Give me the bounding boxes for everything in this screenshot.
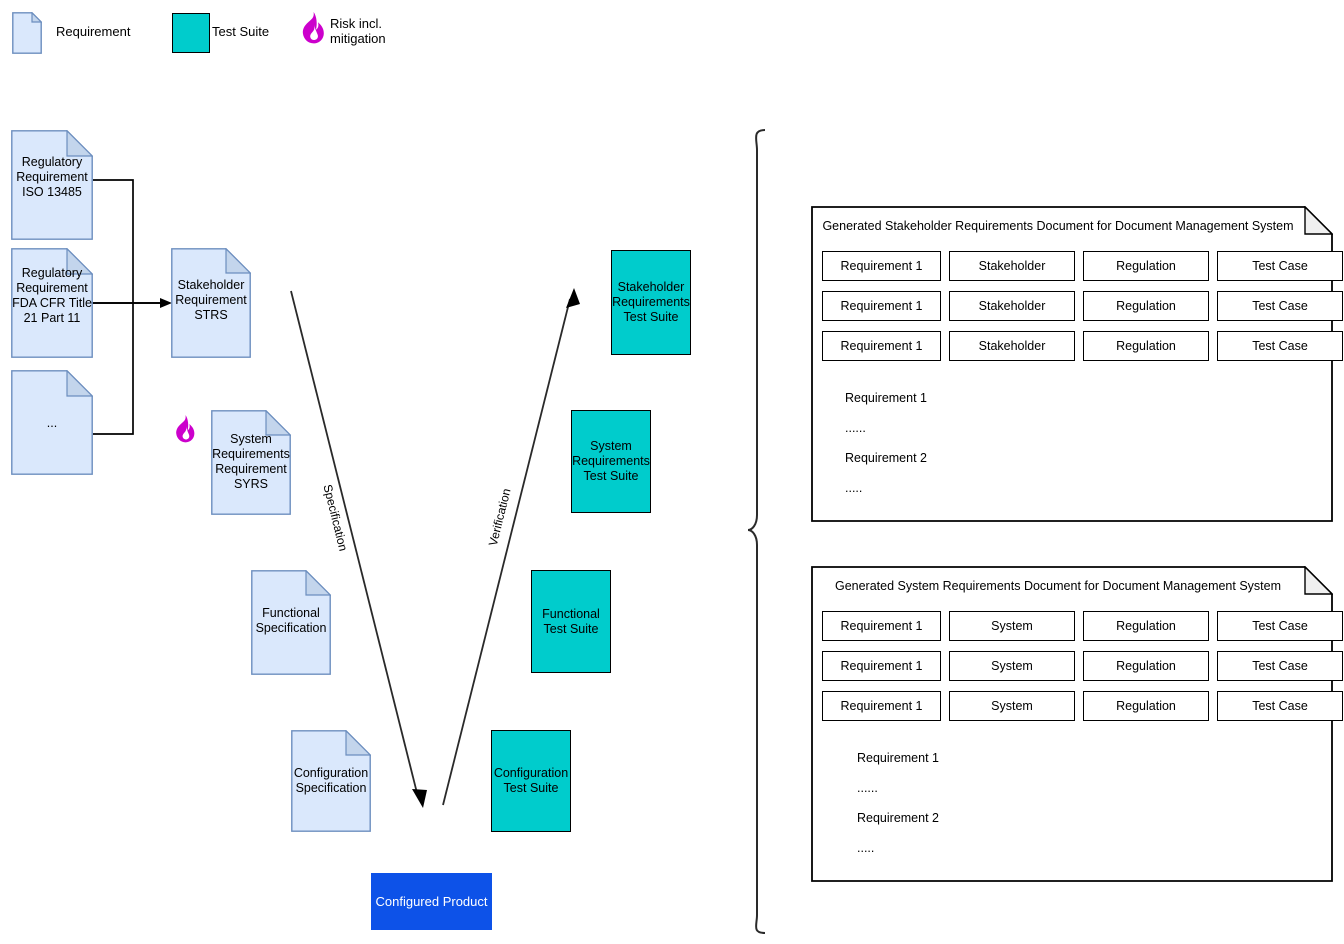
legend-label-test-suite: Test Suite xyxy=(212,24,270,39)
body-line: ..... xyxy=(845,481,863,495)
body-line: Requirement 2 xyxy=(845,451,927,465)
legend-label-requirement: Requirement xyxy=(56,24,131,39)
generated-document-system[interactable]: Generated System Requirements Document f… xyxy=(811,566,1343,882)
table-cell: Test Case xyxy=(1217,291,1343,321)
body-line: ...... xyxy=(857,781,878,795)
edge-label-verification: Verification xyxy=(485,487,514,548)
table-cell: Regulation xyxy=(1083,651,1209,681)
configured-product-box[interactable]: Configured Product xyxy=(371,873,492,930)
body-line: Requirement 2 xyxy=(857,811,939,825)
body-line: ...... xyxy=(845,421,866,435)
table-cell: System xyxy=(949,691,1075,721)
requirement-label: Regulatory Requirement FDA CFR Title 21 … xyxy=(12,266,92,325)
body-line: Requirement 1 xyxy=(857,751,939,765)
requirement-label: Stakeholder Requirement STRS xyxy=(175,278,247,322)
table-cell: Test Case xyxy=(1217,251,1343,281)
table-cell: Regulation xyxy=(1083,331,1209,361)
table-cell: Requirement 1 xyxy=(822,291,941,321)
table-cell: Regulation xyxy=(1083,691,1209,721)
test-suite-configuration[interactable]: Configuration Test Suite xyxy=(491,730,571,832)
requirement-label: ... xyxy=(46,416,58,430)
table-row[interactable]: Requirement 1 Stakeholder Regulation Tes… xyxy=(822,251,1343,281)
generated-document-body: Requirement 1 ...... Requirement 2 ..... xyxy=(845,391,927,511)
edge-label-specification: Specification xyxy=(320,483,351,553)
table-row[interactable]: Requirement 1 System Regulation Test Cas… xyxy=(822,611,1343,641)
test-suite-system[interactable]: System Requirements Test Suite xyxy=(571,410,651,513)
body-line: ..... xyxy=(857,841,875,855)
table-cell: Requirement 1 xyxy=(822,251,941,281)
generated-document-stakeholder[interactable]: Generated Stakeholder Requirements Docum… xyxy=(811,206,1343,522)
table-cell: Stakeholder xyxy=(949,291,1075,321)
legend-document-icon xyxy=(12,11,43,54)
requirement-label: Configuration Specification xyxy=(293,766,369,795)
requirement-label: Functional Specification xyxy=(255,606,327,635)
risk-flame-icon xyxy=(172,413,198,445)
requirement-functional-specification[interactable]: Functional Specification xyxy=(251,570,331,675)
table-cell: Stakeholder xyxy=(949,331,1075,361)
table-cell: Test Case xyxy=(1217,611,1343,641)
table-cell: Regulation xyxy=(1083,291,1209,321)
requirement-regulatory-more[interactable]: ... xyxy=(11,370,93,475)
table-cell: System xyxy=(949,651,1075,681)
table-cell: Requirement 1 xyxy=(822,691,941,721)
table-cell: Stakeholder xyxy=(949,251,1075,281)
table-row[interactable]: Requirement 1 System Regulation Test Cas… xyxy=(822,691,1343,721)
table-row[interactable]: Requirement 1 Stakeholder Regulation Tes… xyxy=(822,291,1343,321)
requirement-regulatory-fda[interactable]: Regulatory Requirement FDA CFR Title 21 … xyxy=(11,248,93,358)
generated-document-title: Generated Stakeholder Requirements Docum… xyxy=(822,219,1294,233)
legend-test-suite-icon xyxy=(172,13,210,53)
requirement-regulatory-iso[interactable]: Regulatory Requirement ISO 13485 xyxy=(11,130,93,240)
body-line: Requirement 1 xyxy=(845,391,927,405)
table-cell: Regulation xyxy=(1083,611,1209,641)
requirement-label: Regulatory Requirement ISO 13485 xyxy=(16,155,88,199)
table-cell: Test Case xyxy=(1217,331,1343,361)
table-cell: Requirement 1 xyxy=(822,611,941,641)
generated-document-title: Generated System Requirements Document f… xyxy=(834,579,1282,593)
test-suite-functional[interactable]: Functional Test Suite xyxy=(531,570,611,673)
requirement-stakeholder-strs[interactable]: Stakeholder Requirement STRS xyxy=(171,248,251,358)
table-cell: Requirement 1 xyxy=(822,651,941,681)
requirement-configuration-specification[interactable]: Configuration Specification xyxy=(291,730,371,832)
legend-flame-icon xyxy=(298,11,328,45)
test-suite-stakeholder[interactable]: Stakeholder Requirements Test Suite xyxy=(611,250,691,355)
table-row[interactable]: Requirement 1 System Regulation Test Cas… xyxy=(822,651,1343,681)
table-cell: System xyxy=(949,611,1075,641)
legend-label-risk: Risk incl. mitigation xyxy=(330,16,386,46)
table-cell: Requirement 1 xyxy=(822,331,941,361)
requirement-system-syrs[interactable]: System Requirements Requirement SYRS xyxy=(211,410,291,515)
table-cell: Test Case xyxy=(1217,651,1343,681)
legend: Requirement Test Suite Risk incl. mitiga… xyxy=(0,0,420,70)
table-cell: Regulation xyxy=(1083,251,1209,281)
table-cell: Test Case xyxy=(1217,691,1343,721)
generated-document-body: Requirement 1 ...... Requirement 2 ..... xyxy=(857,751,939,871)
requirement-label: System Requirements Requirement SYRS xyxy=(212,432,290,491)
table-row[interactable]: Requirement 1 Stakeholder Regulation Tes… xyxy=(822,331,1343,361)
